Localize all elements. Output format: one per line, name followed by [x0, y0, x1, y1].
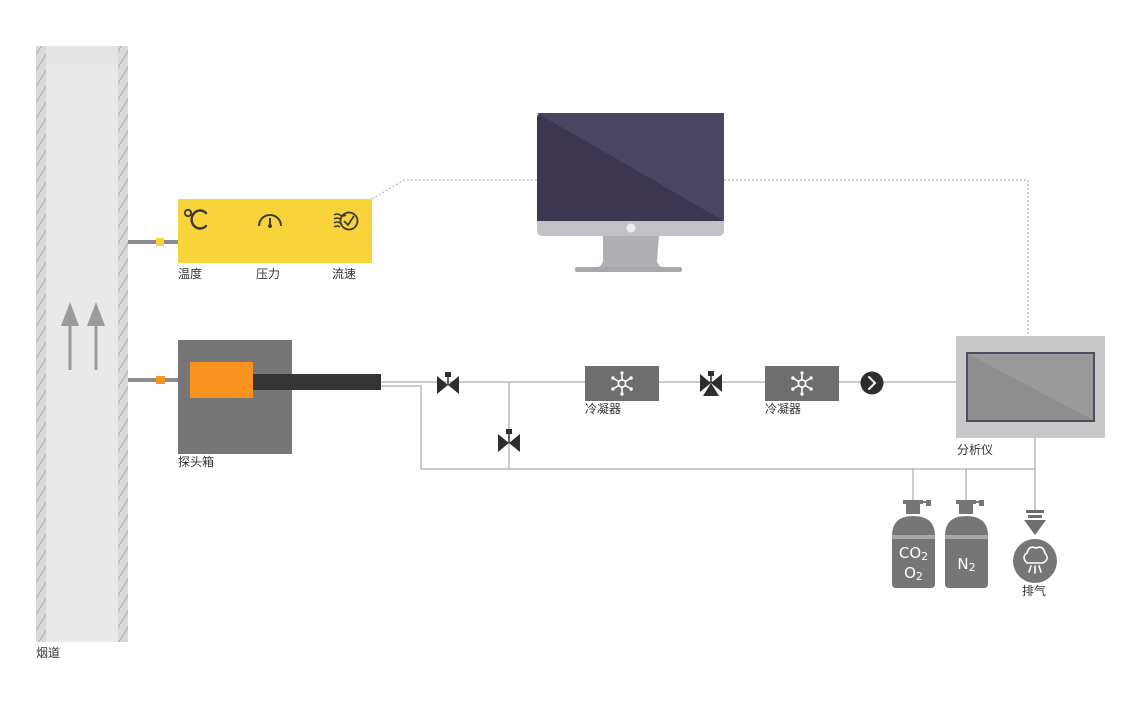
probe-connector: [128, 376, 178, 384]
chevron-right-icon: [868, 376, 877, 390]
valve-icon: [498, 429, 520, 452]
celsius-icon: [183, 208, 208, 230]
exhaust-label: 排气: [1022, 584, 1047, 598]
temperature-label: 温度: [178, 267, 203, 281]
snowflake-icon: [791, 371, 813, 396]
sample-line: [381, 381, 1036, 510]
heated-sample-line: [253, 374, 381, 390]
up-arrow-icon: [61, 302, 79, 370]
pressure-label: 压力: [256, 267, 281, 281]
flue-duct: [36, 46, 128, 642]
condenser-2-label: 冷凝器: [765, 402, 802, 416]
sensor-box: [178, 199, 372, 263]
flow-icon: [333, 211, 359, 231]
probe-box-label: 探头箱: [178, 455, 215, 469]
probe-heater: [190, 362, 253, 398]
three-way-valve-icon: [700, 371, 722, 396]
data-link: [371, 179, 1029, 336]
cylinder-formula-n: N: [957, 555, 969, 573]
exhaust-outlet: [1013, 510, 1057, 583]
analyzer-label: 分析仪: [957, 443, 994, 457]
gauge-icon: [258, 214, 282, 228]
sensor-connector: [128, 238, 178, 246]
gas-cylinder-n2: [945, 500, 988, 588]
flue-label: 烟道: [36, 646, 61, 660]
cylinder-subscript: 2: [921, 550, 929, 563]
cylinder-label-n2: N2: [945, 555, 988, 577]
pump: [860, 371, 884, 395]
valve-icon: [437, 372, 459, 394]
cylinder-subscript: 2: [968, 561, 976, 574]
gas-cylinder-co2-o2: [892, 500, 935, 588]
snowflake-icon: [611, 371, 633, 396]
cylinder-subscript: 2: [915, 570, 923, 583]
flow-label: 流速: [332, 267, 357, 281]
monitor: [537, 113, 724, 272]
cylinder-label-co2: CO2: [892, 544, 935, 566]
cylinder-label-o2: O2: [892, 564, 935, 586]
cylinder-formula-co: CO: [898, 544, 922, 562]
condenser-1-label: 冷凝器: [585, 402, 622, 416]
steam-icon: [1023, 546, 1048, 574]
up-arrow-icon: [87, 302, 105, 370]
cylinder-formula-o: O: [904, 564, 916, 582]
